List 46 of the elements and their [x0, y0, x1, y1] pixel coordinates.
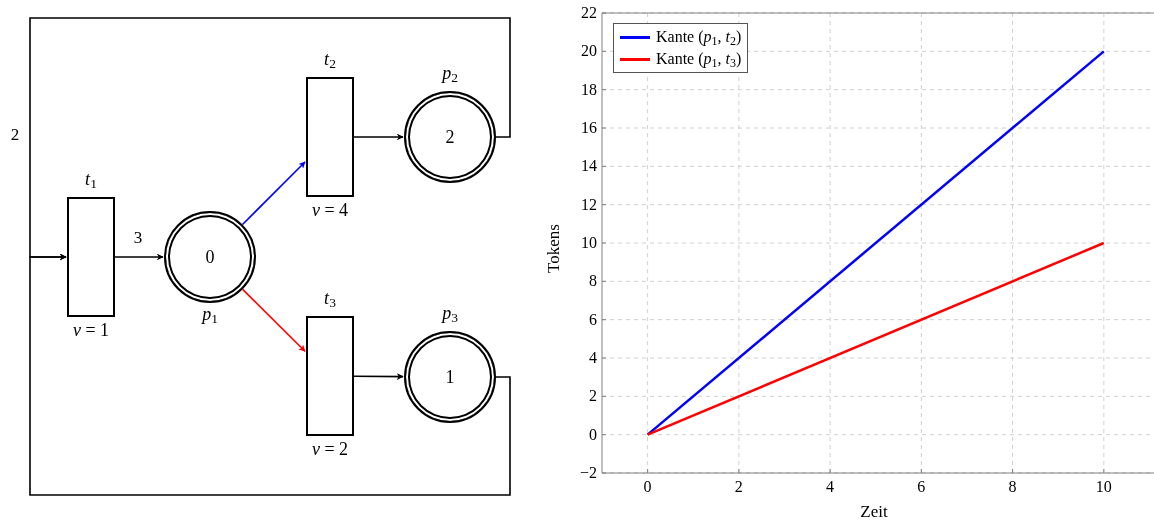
node-label: p$_{1}$: [202, 305, 218, 323]
node-label: t$_{2}$: [324, 50, 336, 68]
axis-tick-label: 8: [588, 273, 597, 290]
axis-tick-label: 10: [1095, 479, 1112, 495]
axis-title: Zeit: [860, 503, 888, 520]
edge-label: 3: [132, 229, 144, 246]
axis-tick-label: 8: [1008, 479, 1017, 495]
axis-tick-label: 0: [643, 479, 652, 495]
edge-label: 2: [9, 126, 21, 143]
arrow: [241, 288, 306, 352]
axis-title: Tokens: [544, 223, 562, 275]
node-label: t$_{1}$: [85, 170, 97, 188]
axis-tick-label: 6: [588, 311, 597, 328]
transition-box: [306, 77, 354, 197]
axis-tick-label: −2: [578, 465, 597, 481]
arrow: [114, 253, 164, 261]
legend-label: Kante (p$_{1}$, t$_{2}$): [656, 27, 742, 47]
axis-tick-label: 16: [580, 120, 597, 136]
node-label: p$_{3}$: [442, 304, 458, 322]
axis-tick-label: 4: [826, 479, 835, 495]
arrow: [241, 161, 306, 226]
legend-label: Kante (p$_{1}$, t$_{3}$): [656, 49, 742, 69]
axis-tick-label: 18: [580, 81, 597, 98]
arrow: [353, 373, 404, 381]
node-label: v = 1: [72, 321, 110, 339]
node-label: t$_{3}$: [324, 289, 336, 307]
axis-tick-label: 2: [588, 388, 597, 405]
axis-tick-label: 12: [580, 196, 597, 213]
axis-tick-label: 6: [917, 479, 926, 495]
node-label: v = 2: [311, 440, 349, 458]
axis-tick-label: 10: [580, 235, 597, 251]
transition-box: [67, 197, 115, 317]
axis-tick-label: 20: [580, 43, 597, 60]
token-count: 0: [205, 248, 215, 266]
axis-tick-label: 0: [588, 426, 597, 443]
axis-tick-label: 4: [588, 350, 597, 366]
axis-tick-label: 14: [580, 158, 597, 175]
node-label: p$_{2}$: [442, 64, 458, 82]
token-count: 2: [445, 128, 455, 146]
node-label: v = 4: [311, 201, 349, 219]
arrow: [29, 253, 511, 496]
token-count: 1: [445, 368, 455, 386]
axis-tick-label: 2: [734, 479, 743, 495]
transition-box: [306, 316, 354, 436]
axis-tick-label: 22: [580, 5, 597, 21]
arrow: [353, 133, 404, 141]
